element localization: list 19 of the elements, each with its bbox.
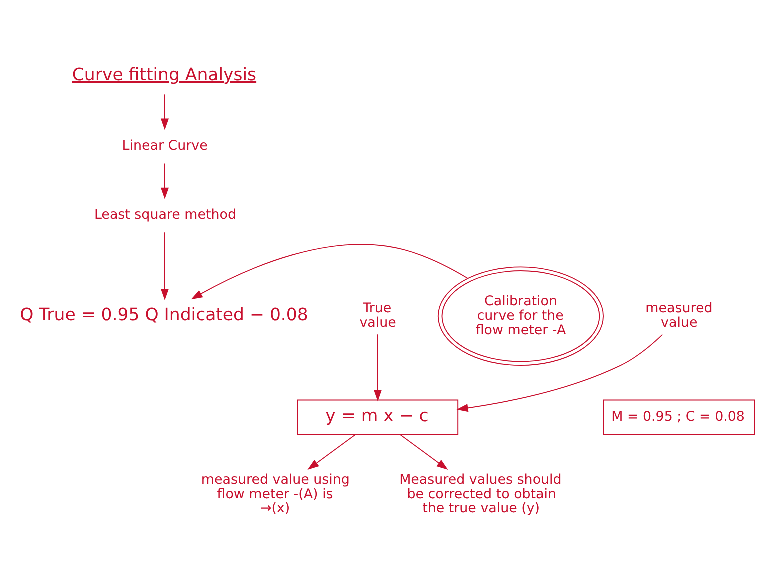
node-text: Curve fitting Analysis <box>72 65 257 86</box>
node-text: measured value <box>646 302 713 332</box>
node-text: Q True = 0.95 Q Indicated − 0.08 <box>20 306 308 326</box>
node-text: measured value using flow meter -(A) is →(x) <box>201 472 350 517</box>
node-text: Measured values should be corrected to obtain the true value (y) <box>400 472 562 517</box>
node-text: True value <box>360 302 396 332</box>
arrow <box>160 163 169 200</box>
arrow <box>160 94 169 130</box>
arrow <box>374 334 382 402</box>
arrow <box>308 434 356 470</box>
arrow <box>191 244 468 300</box>
node-text: Least square method <box>94 208 237 223</box>
node-text: Linear Curve <box>122 138 208 154</box>
arrow <box>456 334 664 412</box>
arrow <box>160 232 169 300</box>
node-ellipse: Calibration curve for the flow meter -A <box>438 266 604 366</box>
node-box: M = 0.95 ; C = 0.08 <box>603 400 756 436</box>
arrow <box>400 434 448 470</box>
node-box: y = m x − c <box>297 400 459 436</box>
